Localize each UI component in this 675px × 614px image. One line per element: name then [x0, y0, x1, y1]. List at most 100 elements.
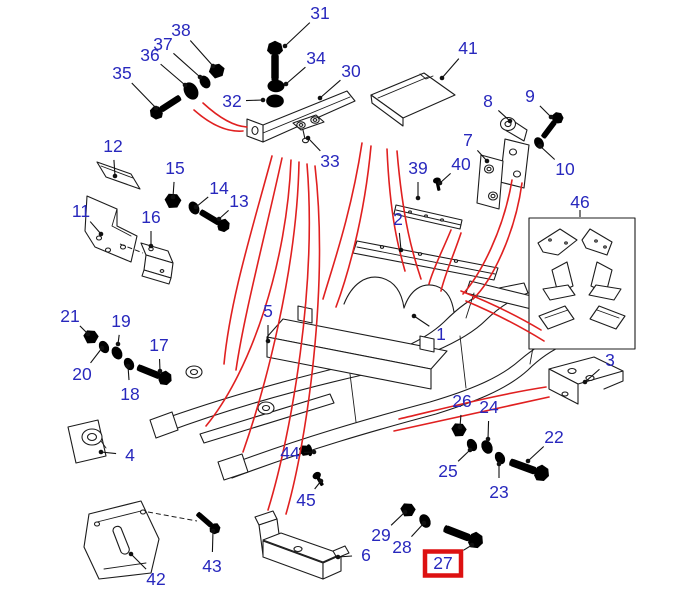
leader-dot-32	[260, 97, 266, 103]
leader-dot-1	[411, 313, 417, 319]
part-label-18: 18	[120, 384, 139, 404]
part-label-2: 2	[393, 209, 403, 229]
leader-dot-37	[197, 74, 203, 80]
leader-dot-27	[469, 542, 475, 548]
part-label-22: 22	[544, 427, 563, 447]
part-5-crossmember	[266, 305, 448, 390]
leader-dot-4	[98, 449, 104, 455]
leader-line-31	[284, 22, 311, 47]
leader-line-33	[307, 137, 321, 152]
leader-dot-8	[507, 118, 513, 124]
leader-dot-39	[415, 195, 421, 201]
red-callout-curve	[242, 161, 300, 453]
part-label-34: 34	[306, 48, 326, 68]
leader-dot-42	[128, 551, 134, 557]
part-label-5: 5	[263, 301, 273, 321]
leader-dot-43	[210, 528, 216, 534]
part-label-46: 46	[570, 192, 589, 212]
dashed-line	[147, 511, 198, 522]
part-6-channel	[254, 510, 350, 580]
part-label-9: 9	[525, 86, 535, 106]
part-label-11: 11	[72, 201, 90, 221]
red-callout-curve	[205, 159, 292, 427]
leader-line-2	[398, 232, 402, 251]
leader-line-40	[439, 172, 451, 184]
part-line-art	[67, 72, 636, 580]
part-label-6: 6	[361, 545, 371, 565]
leader-dot-36	[182, 82, 188, 88]
leader-dot-38	[210, 63, 216, 69]
part-label-17: 17	[149, 335, 168, 355]
leader-line-29	[390, 511, 406, 526]
leader-dot-2	[398, 247, 404, 253]
leader-line-9	[539, 105, 552, 118]
part-1-chassis-frame	[149, 276, 577, 481]
part-34-washer	[267, 79, 285, 93]
leader-line-32	[245, 99, 264, 102]
part-label-12: 12	[103, 136, 122, 156]
part-41-plate	[370, 72, 456, 127]
part-label-7: 7	[463, 130, 473, 150]
red-callout-curve	[462, 179, 513, 295]
part-16-bracket	[140, 242, 174, 285]
part-label-45: 45	[296, 490, 315, 510]
leader-line-43	[211, 530, 214, 553]
red-callout-curve	[465, 300, 545, 342]
red-callout-curves	[193, 102, 550, 515]
leader-dot-19	[115, 341, 121, 347]
red-callout-curve	[285, 165, 321, 515]
part-39-strip	[393, 204, 463, 230]
red-callout-curve	[235, 157, 283, 371]
red-callout-curve	[322, 142, 363, 300]
leader-dot-23	[496, 461, 502, 467]
part-label-32: 32	[222, 91, 241, 111]
leader-dot-28	[421, 520, 427, 526]
part-label-14: 14	[209, 178, 229, 198]
leader-dot-30	[317, 95, 323, 101]
part-3-bracket	[548, 356, 624, 405]
part-32-washer	[266, 94, 284, 108]
part-33-bracket	[292, 114, 325, 144]
leader-line-3	[584, 368, 600, 383]
part-label-40: 40	[451, 154, 471, 174]
red-callout-curve	[386, 148, 406, 272]
red-callout-curve	[202, 102, 248, 128]
leader-dot-31	[282, 43, 288, 49]
part-label-25: 25	[438, 461, 457, 481]
leader-line-38	[189, 40, 214, 67]
leader-dot-16	[148, 243, 154, 249]
leader-dot-17	[157, 368, 163, 374]
leader-line-8	[497, 110, 511, 122]
part-label-4: 4	[125, 445, 135, 465]
leader-dot-33	[305, 135, 311, 141]
leader-dot-26	[457, 424, 463, 430]
part-7-plate	[476, 154, 504, 210]
leader-line-34	[285, 66, 306, 85]
leader-dot-20	[99, 345, 105, 351]
part-label-1: 1	[436, 324, 446, 344]
part-label-44: 44	[280, 443, 300, 463]
part-label-13: 13	[229, 191, 248, 211]
leader-dot-24	[485, 436, 491, 442]
part-46-kit-box	[528, 217, 636, 350]
leader-dot-29	[402, 509, 408, 515]
leader-dot-12	[112, 173, 118, 179]
leader-line-18	[127, 365, 130, 381]
leader-dot-18	[125, 363, 131, 369]
part-label-28: 28	[392, 537, 411, 557]
leader-dot-6	[335, 554, 341, 560]
part-8-bracket	[499, 116, 530, 189]
leader-line-42	[130, 553, 147, 570]
part-label-33: 33	[320, 151, 339, 171]
leader-dot-22	[525, 458, 531, 464]
part-label-42: 42	[146, 569, 165, 589]
red-callout-curve	[460, 290, 542, 331]
leader-dot-10	[537, 143, 543, 149]
highlight-box-part-27	[422, 549, 464, 578]
leader-dot-11	[98, 231, 104, 237]
part-label-41: 41	[458, 38, 477, 58]
leader-dot-14	[193, 204, 199, 210]
part-label-20: 20	[72, 364, 92, 384]
